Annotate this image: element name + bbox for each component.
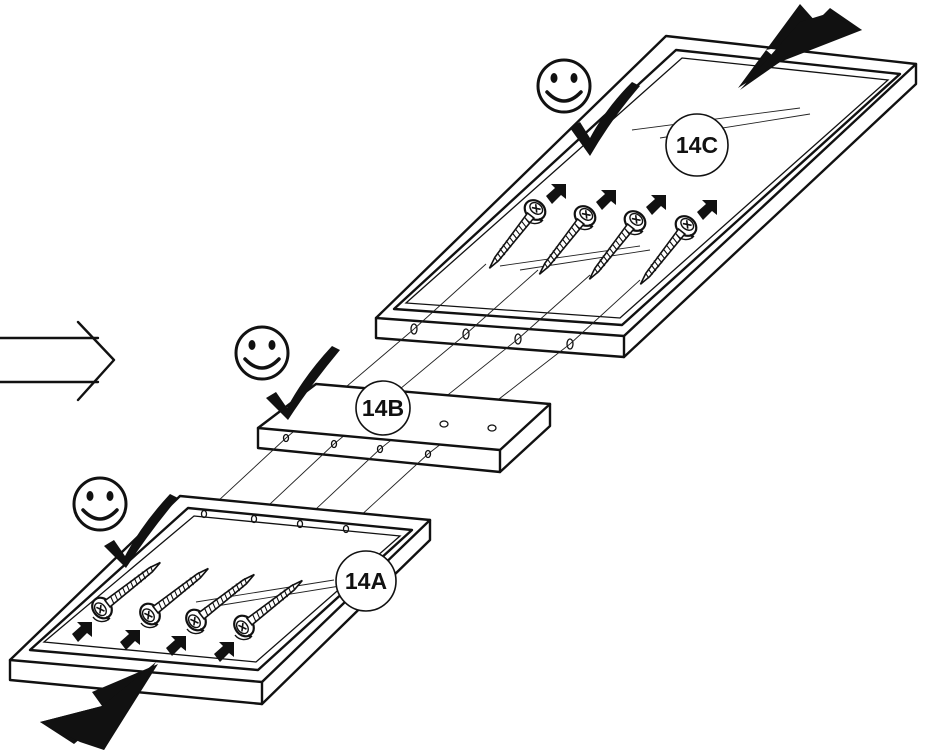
step-14c-badge: 14C <box>665 113 729 177</box>
frame-14a <box>8 494 432 706</box>
hole <box>514 333 522 345</box>
push-arrow-icon <box>738 4 862 90</box>
step-14b-label: 14B <box>362 395 404 421</box>
hole <box>566 338 574 350</box>
hole <box>410 323 418 335</box>
double-arrow-icon <box>0 320 116 402</box>
step-14a-label: 14A <box>345 568 387 594</box>
smiley-face-icon <box>234 325 290 381</box>
push-arrow-icon <box>40 662 158 750</box>
check-mark-icon <box>266 346 340 420</box>
check-mark-icon <box>570 82 640 156</box>
step-14c-label: 14C <box>676 132 718 158</box>
smiley-face-icon <box>72 476 128 532</box>
check-mark-icon <box>104 494 178 568</box>
step-14b-badge: 14B <box>355 380 411 436</box>
hole <box>462 328 470 340</box>
step-14a-badge: 14A <box>335 550 397 612</box>
smiley-face-icon <box>536 58 592 114</box>
frame-14c <box>374 34 918 359</box>
